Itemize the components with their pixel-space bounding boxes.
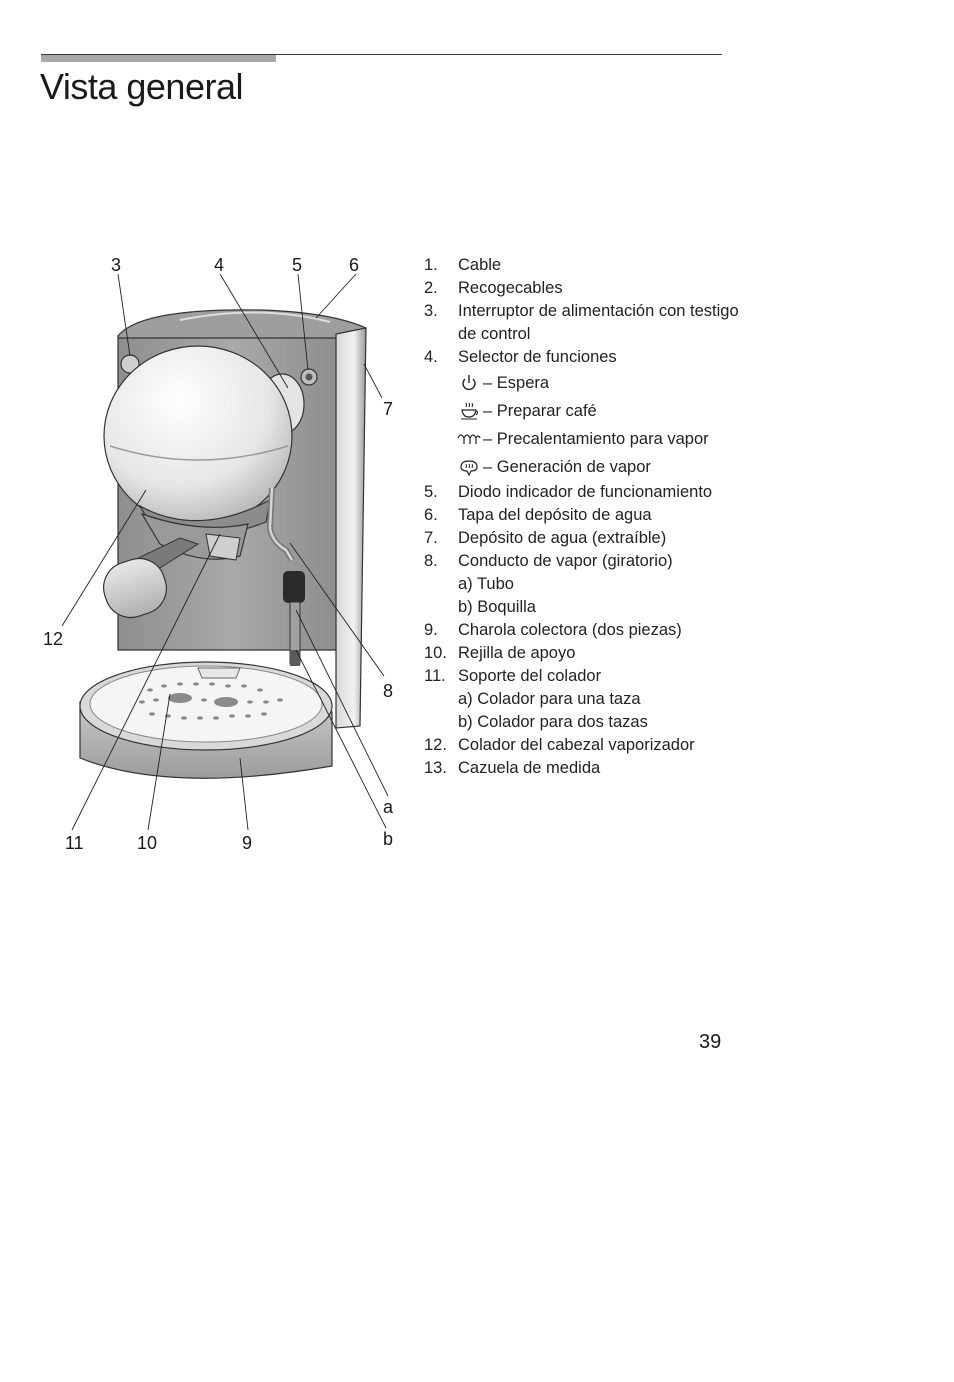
header-rule-thin — [41, 54, 722, 55]
callout-6: 6 — [349, 255, 359, 275]
parts-legend: 1. Cable 2. Recogecables 3. Interruptor … — [424, 254, 744, 780]
legend-item-text: Tapa del depósito de agua — [458, 506, 652, 524]
legend-item-text: Depósito de agua (extraíble) — [458, 529, 667, 547]
legend-item-number: 8. — [424, 552, 438, 570]
legend-item: 4. Selector de funciones – Espera – Prep… — [424, 346, 744, 481]
mode-standby-label: – Espera — [483, 373, 550, 392]
machine-drawing — [79, 309, 368, 779]
legend-item-text: Cable — [458, 256, 502, 274]
mode-brew-coffee-label: – Preparar café — [483, 401, 597, 420]
legend-item: 11. Soporte del colador a) Colador para … — [424, 665, 744, 734]
legend-item: 6. Tapa del depósito de agua — [424, 504, 744, 527]
callout-7: 7 — [383, 399, 393, 419]
header-rule-thick — [41, 54, 276, 62]
callout-9: 9 — [242, 833, 252, 853]
legend-item-text: Rejilla de apoyo — [458, 644, 576, 662]
power-standby-icon — [462, 375, 476, 391]
legend-item-number: 10. — [424, 644, 447, 662]
page-number: 39 — [699, 1031, 722, 1053]
legend-item-text: Selector de funciones — [458, 348, 617, 366]
mode-steam-preheat-label: – Precalentamiento para vapor — [483, 429, 709, 448]
legend-item-number: 1. — [424, 256, 438, 274]
espresso-machine-figure: 3 4 5 6 7 12 8 a 11 10 9 b — [30, 238, 414, 870]
legend-item-text: Colador del cabezal vaporizador — [458, 736, 695, 754]
legend-item-number: 6. — [424, 506, 438, 524]
legend-subitem: b) Colador para dos tazas — [458, 713, 648, 731]
callout-12: 12 — [43, 629, 63, 649]
legend-item-text: Interruptor de alimentación con testigo … — [458, 302, 739, 343]
page-title: Vista general — [40, 66, 243, 107]
legend-item: 10. Rejilla de apoyo — [424, 642, 744, 665]
legend-subitem: a) Tubo — [458, 575, 514, 593]
legend-item: 8. Conducto de vapor (giratorio) a) Tubo… — [424, 550, 744, 619]
mode-standby: – Espera — [457, 369, 744, 397]
legend-item: 5. Diodo indicador de funcionamiento — [424, 481, 744, 504]
legend-item: 1. Cable — [424, 254, 744, 277]
steam-generation-icon — [460, 460, 478, 476]
legend-item-text: Cazuela de medida — [458, 759, 601, 777]
legend-subitem: b) Boquilla — [458, 598, 536, 616]
coffee-cup-icon — [461, 402, 478, 420]
callout-11: 11 — [65, 833, 84, 853]
legend-item-number: 13. — [424, 759, 447, 777]
legend-item: 2. Recogecables — [424, 277, 744, 300]
legend-item-number: 9. — [424, 621, 438, 639]
callout-3: 3 — [111, 255, 121, 275]
legend-item-number: 11. — [424, 667, 446, 685]
legend-item-number: 12. — [424, 736, 447, 754]
mode-steam-generation-label: – Generación de vapor — [483, 457, 651, 476]
steam-preheat-icon — [457, 434, 481, 444]
legend-item: 12. Colador del cabezal vaporizador — [424, 734, 744, 757]
callout-a: a — [383, 797, 394, 817]
legend-item: 7. Depósito de agua (extraíble) — [424, 527, 744, 550]
mode-steam-generation: – Generación de vapor — [457, 453, 744, 481]
legend-item: 13. Cazuela de medida — [424, 757, 744, 780]
mode-brew-coffee: – Preparar café — [457, 397, 744, 425]
legend-item-number: 5. — [424, 483, 438, 501]
legend-item-text: Charola colectora (dos piezas) — [458, 621, 682, 639]
legend-subitem: a) Colador para una taza — [458, 690, 641, 708]
callout-4: 4 — [214, 255, 224, 275]
legend-item: 3. Interruptor de alimentación con testi… — [424, 300, 744, 346]
legend-item-number: 3. — [424, 302, 438, 320]
callout-labels: 3 4 5 6 7 12 8 a 11 10 9 b — [43, 255, 394, 853]
callout-b: b — [383, 829, 393, 849]
leader-lines — [61, 273, 389, 831]
legend-item-text: Recogecables — [458, 279, 563, 297]
legend-item: 9. Charola colectora (dos piezas) — [424, 619, 744, 642]
callout-8: 8 — [383, 681, 393, 701]
legend-item-number: 2. — [424, 279, 438, 297]
legend-item-text: Diodo indicador de funcionamiento — [458, 483, 713, 501]
legend-item-number: 4. — [424, 348, 438, 366]
callout-10: 10 — [137, 833, 157, 853]
callout-5: 5 — [292, 255, 302, 275]
mode-steam-preheat: – Precalentamiento para vapor — [457, 425, 744, 453]
legend-item-text: Conducto de vapor (giratorio) — [458, 552, 673, 570]
legend-item-text: Soporte del colador — [458, 667, 602, 685]
legend-item-number: 7. — [424, 529, 438, 547]
